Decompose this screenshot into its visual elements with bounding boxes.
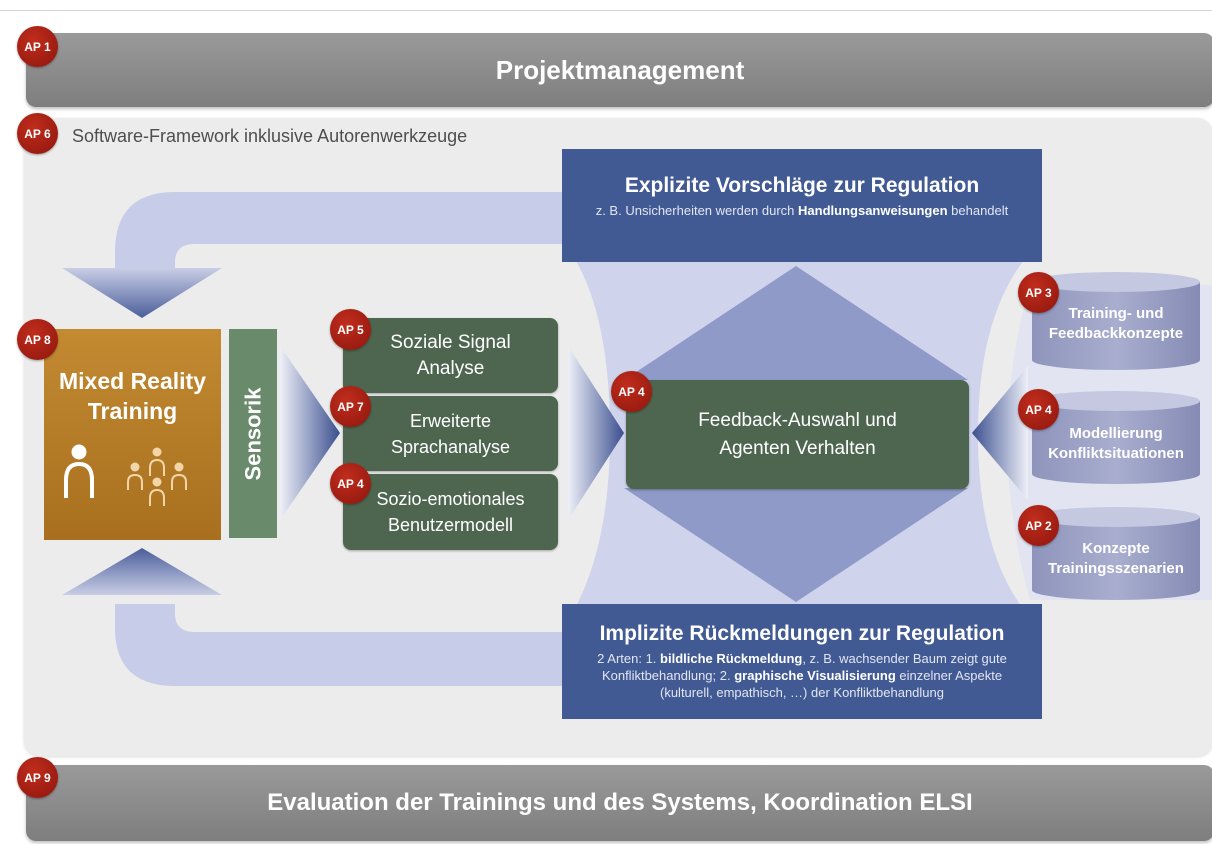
module-line1: Soziale Signal xyxy=(390,331,511,353)
explicit-regulation-title: Explizite Vorschläge zur Regulation xyxy=(624,174,980,197)
module-line2: Sprachanalyse xyxy=(390,436,511,457)
badge-ap3: AP 3 xyxy=(1018,272,1059,313)
implicit-regulation-text: 2 Arten: 1. bildliche Rückmeldung, z. B.… xyxy=(597,651,1007,700)
module-line1: Sozio-emotionales xyxy=(376,489,525,509)
mixed-reality-box xyxy=(44,329,221,540)
badge-ap9: AP 9 xyxy=(17,757,58,798)
badge-ap4-user-model: AP 4 xyxy=(330,463,371,504)
badge-ap7: AP 7 xyxy=(330,386,371,427)
badge-ap1: AP 1 xyxy=(17,26,58,67)
evaluation-bar: Evaluation der Trainings und des Systems… xyxy=(26,765,1212,841)
resource-line1: Modellierung xyxy=(1069,425,1163,442)
resource-line2: Feedbackkonzepte xyxy=(1048,325,1184,342)
resource-line2: Trainingsszenarien xyxy=(1048,560,1184,577)
badge-ap5: AP 5 xyxy=(330,309,371,350)
top-return-loop xyxy=(115,192,562,268)
cylinder-training-feedback xyxy=(1032,272,1200,370)
evaluation-label: Evaluation der Trainings und des Systems… xyxy=(267,789,973,816)
implicit-regulation-title: Implizite Rückmeldungen zur Regulation xyxy=(599,622,1005,645)
down-arrow-into-mixed-reality xyxy=(62,268,222,318)
down-arrow-to-implicit xyxy=(624,488,968,602)
people-icon xyxy=(64,444,187,506)
resource-line1: Training- und xyxy=(1068,305,1164,322)
resource-line1: Konzepte xyxy=(1082,540,1150,557)
implicit-regulation-box: Implizite Rückmeldungen zur Regulation 2… xyxy=(562,604,1042,719)
badge-ap4-modeling: AP 4 xyxy=(1018,389,1059,430)
up-arrow-to-explicit xyxy=(624,266,968,380)
module-line2: Benutzermodell xyxy=(387,515,514,535)
cylinder-training-scenarios xyxy=(1032,507,1200,600)
explicit-regulation-text: z. B. Unsicherheiten werden durch Handlu… xyxy=(595,203,1009,218)
cylinder-conflict-modeling xyxy=(1032,391,1200,484)
feedback-line2: Agenten Verhalten xyxy=(719,437,876,459)
badge-ap4-feedback: AP 4 xyxy=(611,371,652,412)
arrow-resources-to-feedback xyxy=(972,366,1028,500)
arrow-analysis-to-feedback xyxy=(568,346,624,520)
explicit-regulation-box: Explizite Vorschläge zur Regulation z. B… xyxy=(562,149,1042,262)
mixed-reality-title: Mixed Reality Training xyxy=(44,366,221,426)
sensor-column: Sensorik xyxy=(229,329,277,538)
badge-ap2: AP 2 xyxy=(1018,505,1059,546)
feedback-line1: Feedback-Auswahl und xyxy=(698,409,897,431)
module-line2: Analyse xyxy=(416,357,485,379)
module-line1: Erweiterte xyxy=(409,410,491,431)
badge-ap6: AP 6 xyxy=(17,113,58,154)
resource-line2: Konfliktsituationen xyxy=(1048,445,1184,462)
mixed-reality-line2: Training xyxy=(87,398,178,424)
sensor-label: Sensorik xyxy=(240,387,265,480)
badge-ap8: AP 8 xyxy=(17,319,58,360)
top-divider xyxy=(0,10,1212,11)
arrow-sensor-to-analysis xyxy=(280,346,340,520)
mixed-reality-line1: Mixed Reality xyxy=(59,368,206,394)
project-management-label: Projektmanagement xyxy=(495,54,745,85)
project-management-bar: Projektmanagement xyxy=(26,33,1212,107)
software-framework-title: Software-Framework inklusive Autorenwerk… xyxy=(72,126,468,146)
up-arrow-into-mixed-reality xyxy=(62,548,222,595)
bottom-return-loop xyxy=(115,604,562,686)
